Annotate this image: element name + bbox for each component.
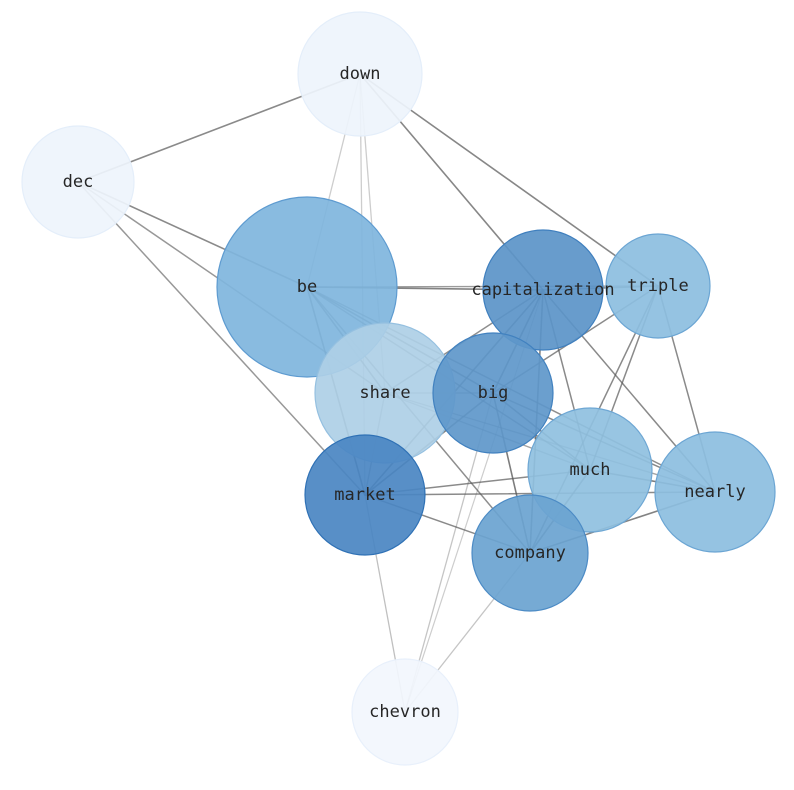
- graph-node-label-share: share: [359, 383, 410, 403]
- graph-node-label-triple: triple: [627, 276, 688, 296]
- graph-node-label-be: be: [297, 277, 317, 297]
- labels-layer: down dec be capitalization triple share big muc…: [63, 64, 746, 722]
- graph-node-capitalization[interactable]: [482, 229, 604, 351]
- graph-node-down[interactable]: [297, 11, 423, 137]
- graph-edge: [77, 181, 366, 496]
- graph-node-company[interactable]: [471, 494, 589, 612]
- graph-node-market[interactable]: [304, 434, 426, 556]
- graph-node-label-capitalization: capitalization: [471, 280, 614, 300]
- graph-node-label-market: market: [334, 485, 395, 505]
- graph-node-triple[interactable]: [605, 233, 711, 339]
- graph-node-label-dec: dec: [63, 172, 94, 192]
- nodes-layer: [21, 11, 776, 766]
- graph-node-much[interactable]: [527, 407, 653, 533]
- graph-node-label-much: much: [570, 460, 611, 480]
- graph-node-label-down: down: [340, 64, 381, 84]
- graph-node-chevron[interactable]: [351, 658, 459, 766]
- graph-node-label-big: big: [478, 383, 509, 403]
- graph-node-label-chevron: chevron: [369, 702, 441, 722]
- graph-node-dec[interactable]: [21, 125, 135, 239]
- graph-node-big[interactable]: [432, 332, 554, 454]
- graph-node-label-nearly: nearly: [684, 482, 745, 502]
- graph-node-label-company: company: [494, 543, 566, 563]
- graph-node-nearly[interactable]: [654, 431, 776, 553]
